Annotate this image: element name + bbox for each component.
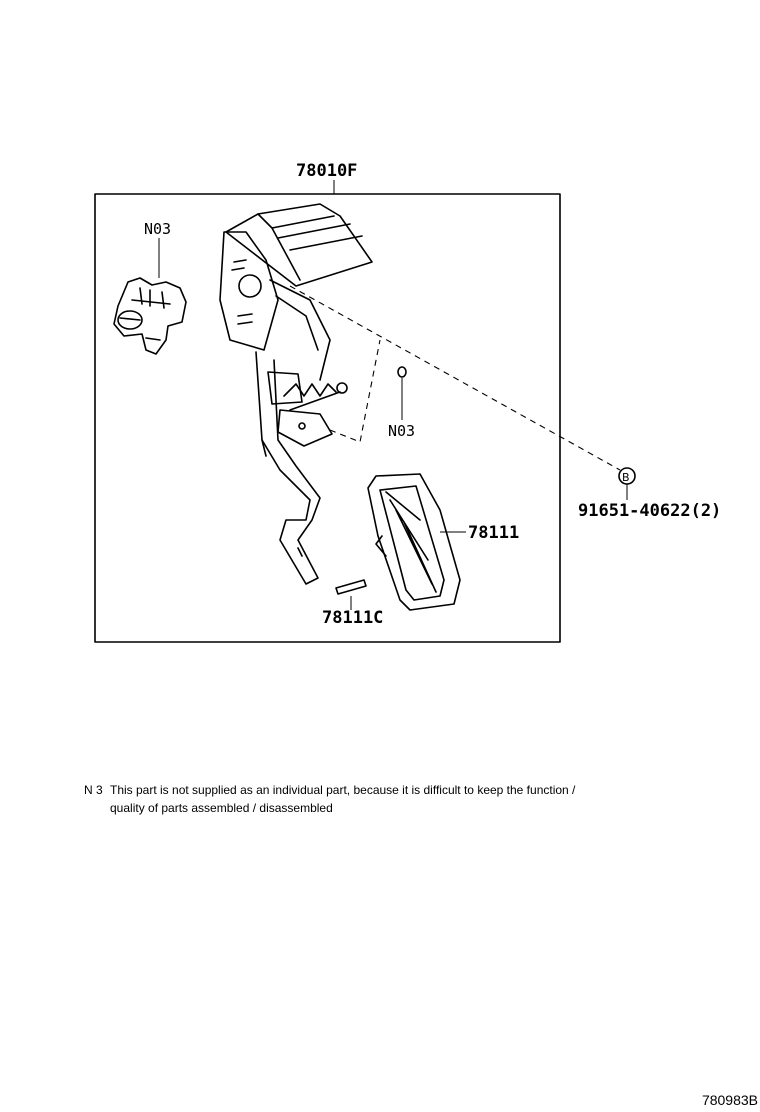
label-N03-sensor[interactable]: N03 [144, 220, 171, 238]
throttle-sensor-drawing [113, 277, 187, 355]
assembly-frame [94, 193, 561, 643]
footnote-text-1: This part is not supplied as an individu… [110, 783, 576, 797]
label-78010F[interactable]: 78010F [296, 161, 357, 181]
parts-diagram: 78010F N03 N03 B 9165 [94, 161, 721, 643]
footnote-code: N 3 [84, 783, 103, 797]
leader-bolt-dashed [289, 285, 621, 471]
pin-drawing [335, 579, 367, 595]
label-78111[interactable]: 78111 [468, 523, 519, 543]
footnote: N 3 This part is not supplied as an indiv… [84, 781, 724, 817]
label-N03-clip[interactable]: N03 [388, 422, 415, 440]
small-clip-drawing [397, 366, 407, 378]
label-bolt[interactable]: 91651-40622(2) [578, 501, 721, 521]
pedal-pad-drawing [367, 473, 461, 611]
pedal-arm-drawing [219, 203, 381, 585]
footnote-line-2: quality of parts assembled / disassemble… [110, 801, 333, 815]
footnote-line-1: N 3 This part is not supplied as an indiv… [84, 781, 724, 799]
label-78111C[interactable]: 78111C [322, 608, 383, 628]
bolt-ref-letter: B [622, 471, 630, 484]
figure-code: 780983B [701, 1092, 758, 1108]
